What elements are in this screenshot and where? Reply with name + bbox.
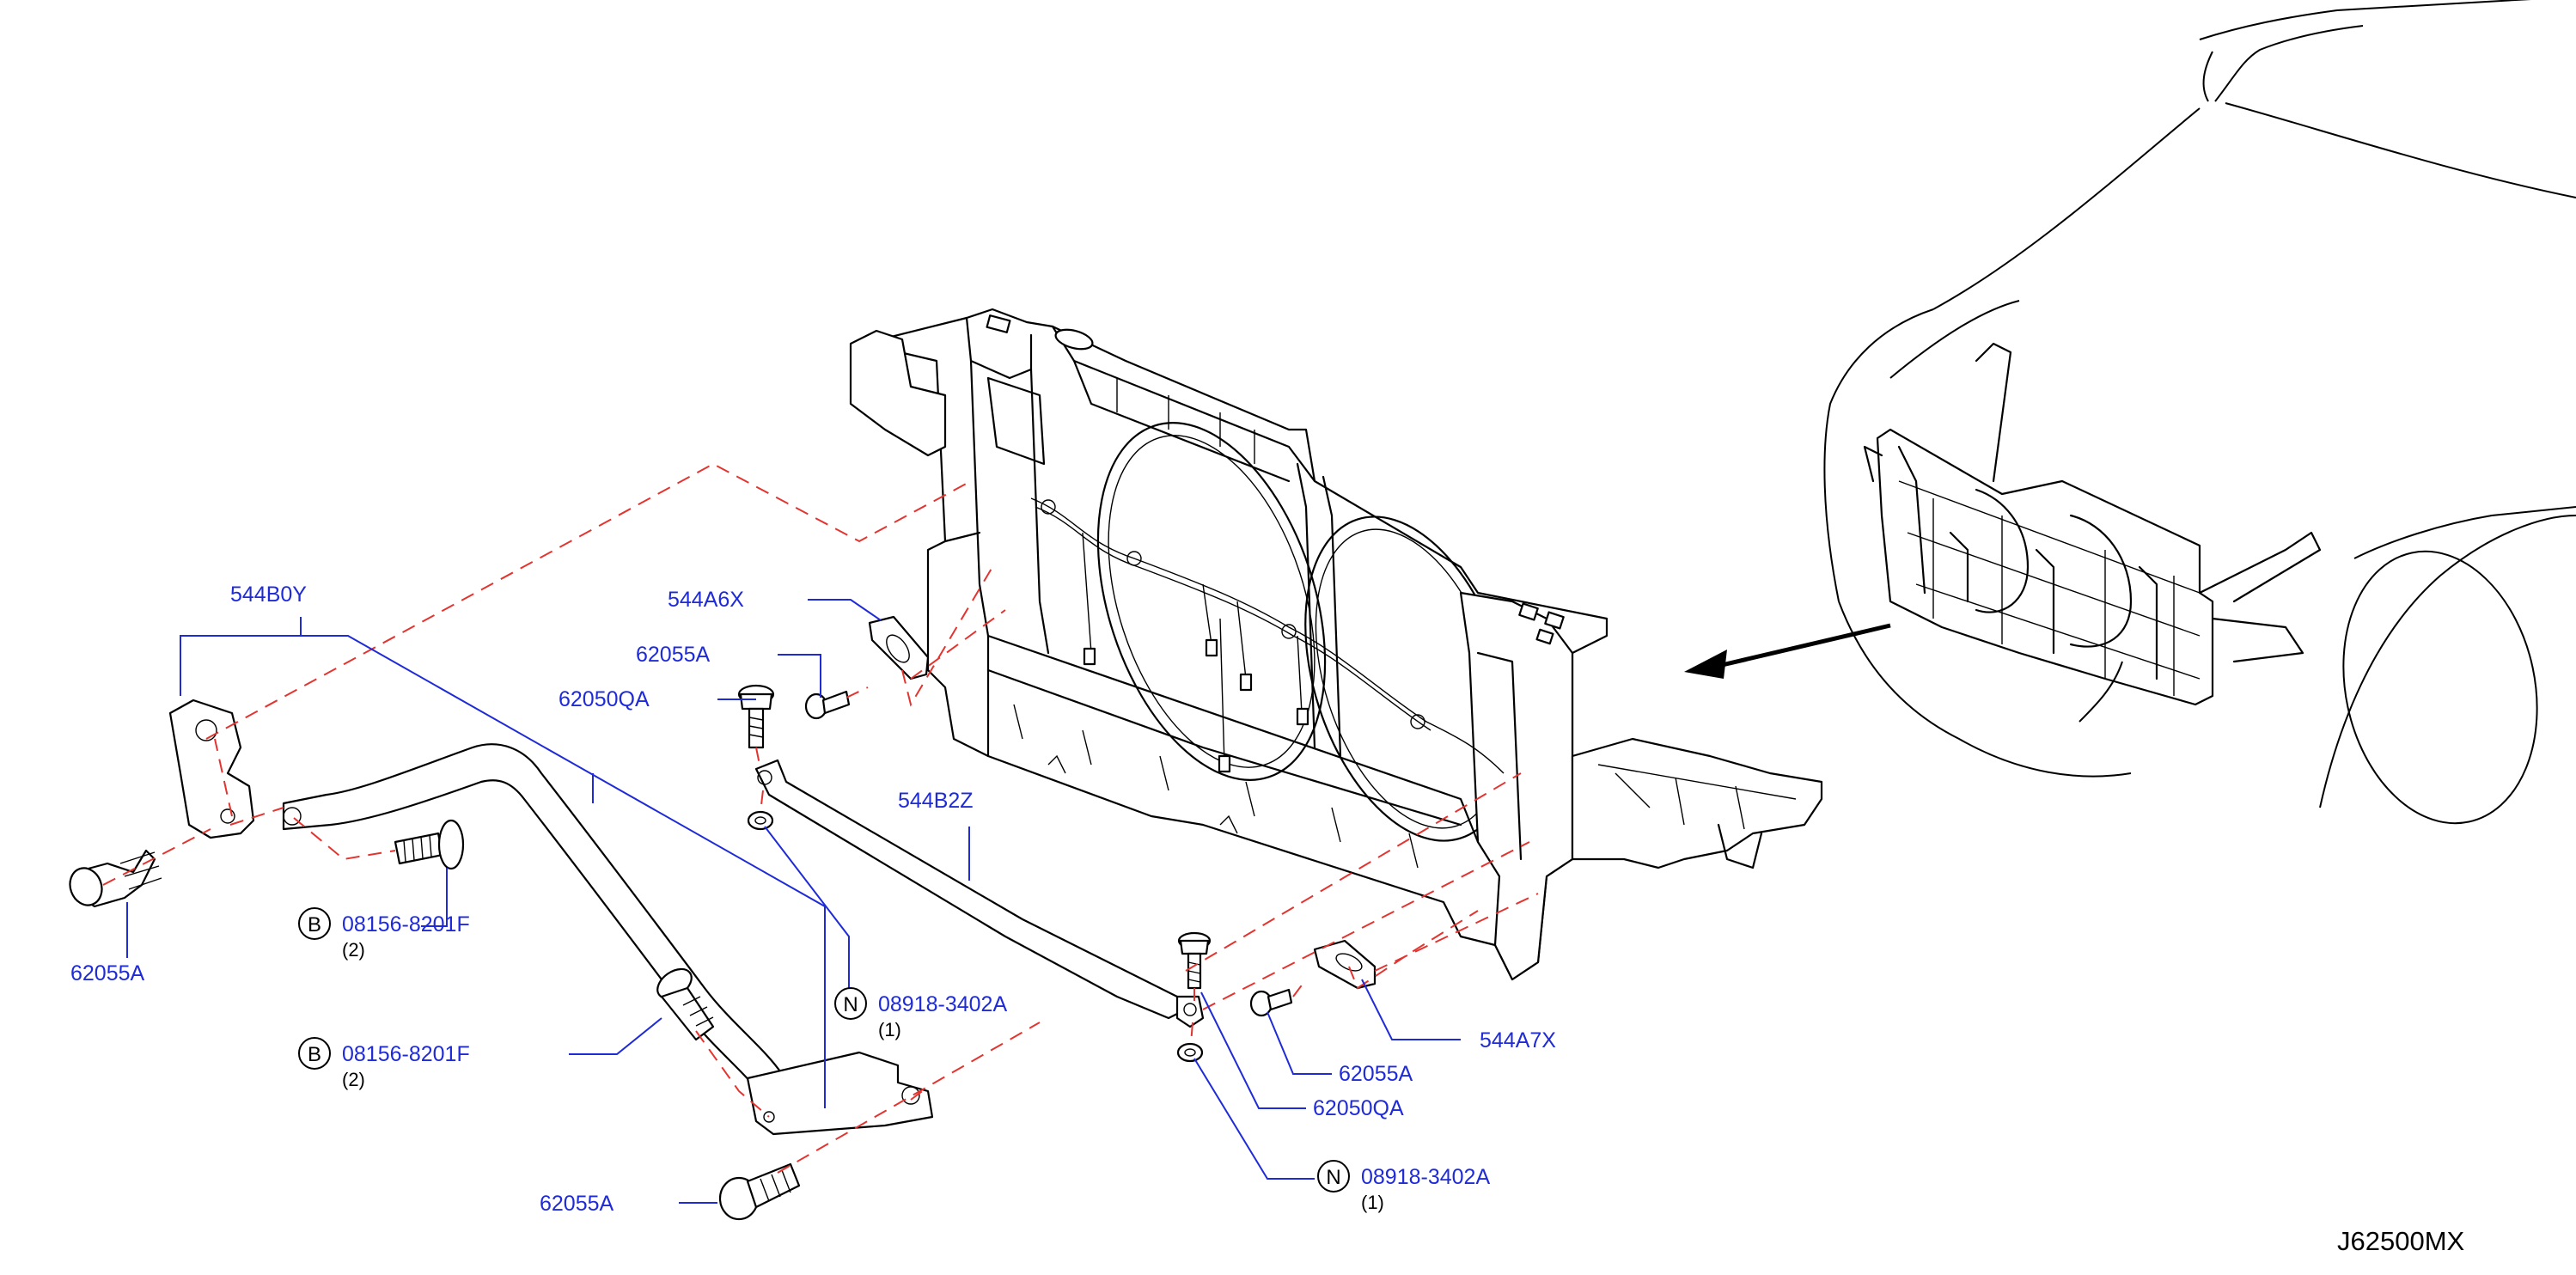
callout-08156-upper: B 08156-8201F (2) <box>298 907 470 961</box>
callout-62055A-right: 62055A <box>1339 1062 1413 1086</box>
callout-08918-lower: N 08918-3402A (1) <box>1317 1160 1490 1213</box>
badge-letter: B <box>308 1043 321 1066</box>
callout-62050QA-top: 62050QA <box>559 687 650 711</box>
inset-arrow <box>1718 623 1891 668</box>
callout-08156-upper-number: 08156-8201F <box>342 912 470 936</box>
callout-544A7X: 544A7X <box>1480 1028 1556 1052</box>
bolt-badge-icon <box>298 907 331 940</box>
vehicle-inset <box>1684 0 2576 825</box>
callout-544B0Y: 544B0Y <box>230 583 307 607</box>
callout-62055A-bottom: 62055A <box>540 1192 614 1216</box>
bolt-62055A-bottom-icon <box>718 1162 801 1221</box>
bolt-08156-upper-icon <box>394 819 465 870</box>
bolt-62050QA-top-icon <box>737 684 775 749</box>
callout-62055A-left: 62055A <box>70 961 145 985</box>
figure-code: J62500MX <box>2337 1226 2465 1256</box>
callout-544B2Z: 544B2Z <box>898 789 974 813</box>
leader-lines <box>126 599 1461 1204</box>
callout-08918-upper-number: 08918-3402A <box>878 992 1007 1016</box>
callout-08918-upper-qty: (1) <box>878 1019 901 1040</box>
bolt-badge-icon <box>298 1037 331 1070</box>
part-544A6X-bracket <box>868 615 930 680</box>
assembly-dash-lines <box>102 462 1539 1174</box>
callout-08156-lower-number: 08156-8201F <box>342 1042 470 1066</box>
screw-62055A-top-icon <box>804 690 851 720</box>
callout-544A6X: 544A6X <box>668 588 744 612</box>
callout-08156-lower-qty: (2) <box>342 1069 365 1090</box>
badge-letter: N <box>1326 1166 1340 1189</box>
callout-62050QA-bottom: 62050QA <box>1313 1096 1404 1120</box>
inset-core-support <box>1863 342 2322 706</box>
radiator-core-support <box>849 308 1823 981</box>
nut-08918-upper-icon <box>747 810 774 831</box>
badge-letter: B <box>308 913 321 936</box>
bolt-62050QA-bottom-icon <box>1177 931 1212 990</box>
nut-badge-icon <box>1317 1160 1350 1193</box>
callout-08918-lower-qty: (1) <box>1361 1192 1384 1213</box>
part-544B0Y-brace <box>168 699 934 1136</box>
nut-08918-lower-icon <box>1176 1042 1204 1063</box>
part-544B2Z-rod <box>754 759 1205 1028</box>
callout-62055A-top: 62055A <box>636 643 711 667</box>
callout-08156-upper-qty: (2) <box>342 939 365 961</box>
badge-letter: N <box>843 993 858 1016</box>
bolt-08156-lower-icon <box>656 967 715 1041</box>
arrow-head-icon <box>1684 650 1727 679</box>
callout-08918-lower-number: 08918-3402A <box>1361 1165 1490 1189</box>
screw-62055A-right-icon <box>1249 988 1293 1017</box>
callout-08156-lower: B 08156-8201F (2) <box>298 1037 470 1090</box>
callout-labels: 544B0Y 544A6X 62055A 62050QA 544B2Z 6205… <box>70 583 2465 1256</box>
nut-badge-icon <box>834 987 867 1020</box>
callout-08918-upper: N 08918-3402A (1) <box>834 987 1007 1040</box>
part-544A7X-bracket <box>1313 939 1377 990</box>
